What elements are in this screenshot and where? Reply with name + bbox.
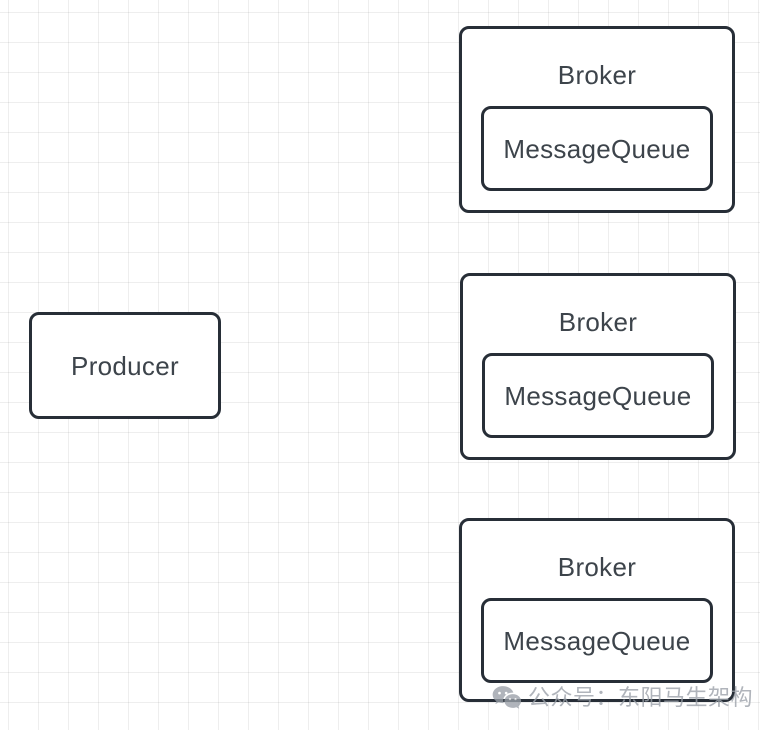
message-queue-node: MessageQueue bbox=[481, 106, 713, 191]
broker-label: Broker bbox=[558, 307, 638, 337]
broker-label: Broker bbox=[557, 60, 637, 90]
message-queue-label: MessageQueue bbox=[503, 625, 691, 656]
broker-label: Broker bbox=[557, 552, 637, 582]
producer-label: Producer bbox=[71, 350, 179, 381]
broker-node-3: Broker MessageQueue bbox=[459, 518, 735, 702]
message-queue-node: MessageQueue bbox=[481, 598, 713, 683]
message-queue-label: MessageQueue bbox=[504, 380, 692, 411]
message-queue-node: MessageQueue bbox=[482, 353, 714, 438]
message-queue-label: MessageQueue bbox=[503, 133, 691, 164]
producer-node: Producer bbox=[29, 312, 221, 419]
broker-node-2: Broker MessageQueue bbox=[460, 273, 736, 460]
broker-node-1: Broker MessageQueue bbox=[459, 26, 735, 213]
